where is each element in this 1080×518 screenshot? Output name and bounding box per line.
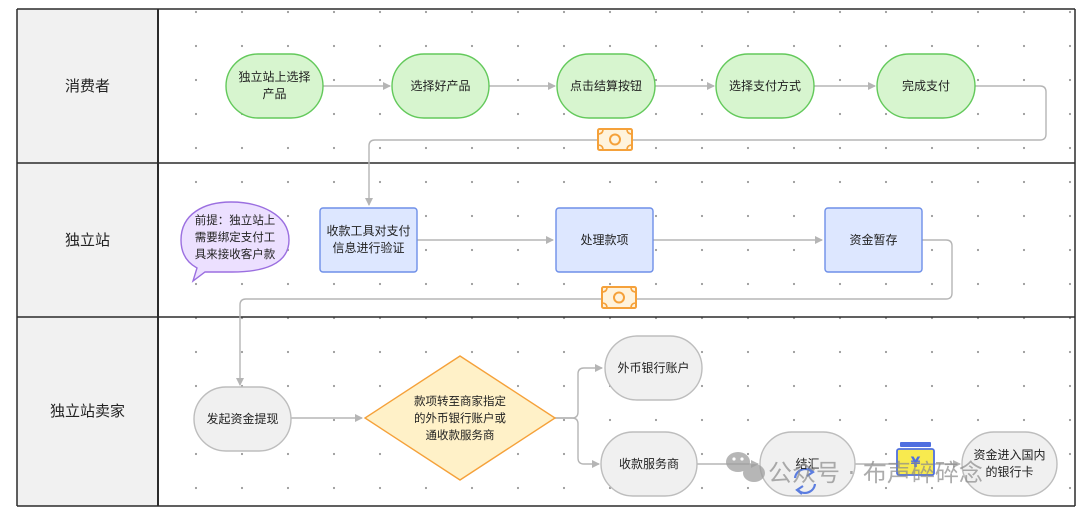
decision-transfer-destination[interactable] [363,355,557,481]
yuan-card-icon: ¥ [896,442,935,476]
node-initiate-withdrawal[interactable] [193,386,292,452]
node-process-funds[interactable] [555,207,654,273]
svg-text:¥: ¥ [911,455,921,471]
banknote-icon [597,128,633,151]
node-funds-held[interactable] [824,207,923,273]
node-click-checkout[interactable] [556,53,656,119]
node-choose-product[interactable] [391,53,490,119]
wechat-icon [726,452,765,482]
exchange-icon [793,467,817,495]
lane-header-seller [17,317,158,506]
lane-label-consumer: 消费者 [64,76,110,95]
label-payment-service-provider: 收款服务商 [618,456,679,471]
label-choose-payment-method: 选择支付方式 [728,78,801,93]
banknote-icon [601,286,637,309]
node-currency-settlement[interactable] [759,431,856,497]
node-foreign-bank-account[interactable] [604,335,703,401]
node-select-product-on-site[interactable] [225,53,324,119]
watermark-text: 公众号 · 布声碎碎念 [768,458,983,487]
label-funds-to-domestic-card: 资金进入国内 的银行卡 [973,448,1046,479]
label-process-funds: 处理款项 [580,232,629,247]
note-bubble-prerequisite [180,201,290,283]
lane-header-site [17,163,158,317]
label-transfer-destination: 款项转至商家指定 的外币银行账户或 通收款服务商 [414,393,506,442]
label-select-product-on-site: 独立站上选择 产品 [238,70,311,101]
label-initiate-withdrawal: 发起资金提现 [206,411,279,426]
label-verify-payment-info: 收款工具对支付 信息进行验证 [326,224,411,255]
label-click-checkout: 点击结算按钮 [569,78,642,93]
connectors [236,82,1047,468]
node-payment-service-provider[interactable] [600,431,698,497]
lane-header-consumer [17,9,158,163]
lane-label-seller: 独立站卖家 [49,402,125,420]
label-prerequisite-note: 前提：独立站上 需要绑定支付工 具来接收客户款 [194,212,276,261]
label-foreign-bank-account: 外币银行账户 [617,360,690,375]
node-choose-payment-method[interactable] [715,53,815,119]
label-choose-product: 选择好产品 [410,78,471,93]
node-payment-complete[interactable] [876,53,976,119]
node-funds-to-domestic-card[interactable] [961,431,1058,497]
node-verify-payment-info[interactable] [319,207,418,273]
label-currency-settlement: 结汇 [795,456,820,471]
label-funds-held: 资金暂存 [849,232,898,247]
label-payment-complete: 完成支付 [901,78,950,93]
lane-label-site: 独立站 [64,230,110,249]
